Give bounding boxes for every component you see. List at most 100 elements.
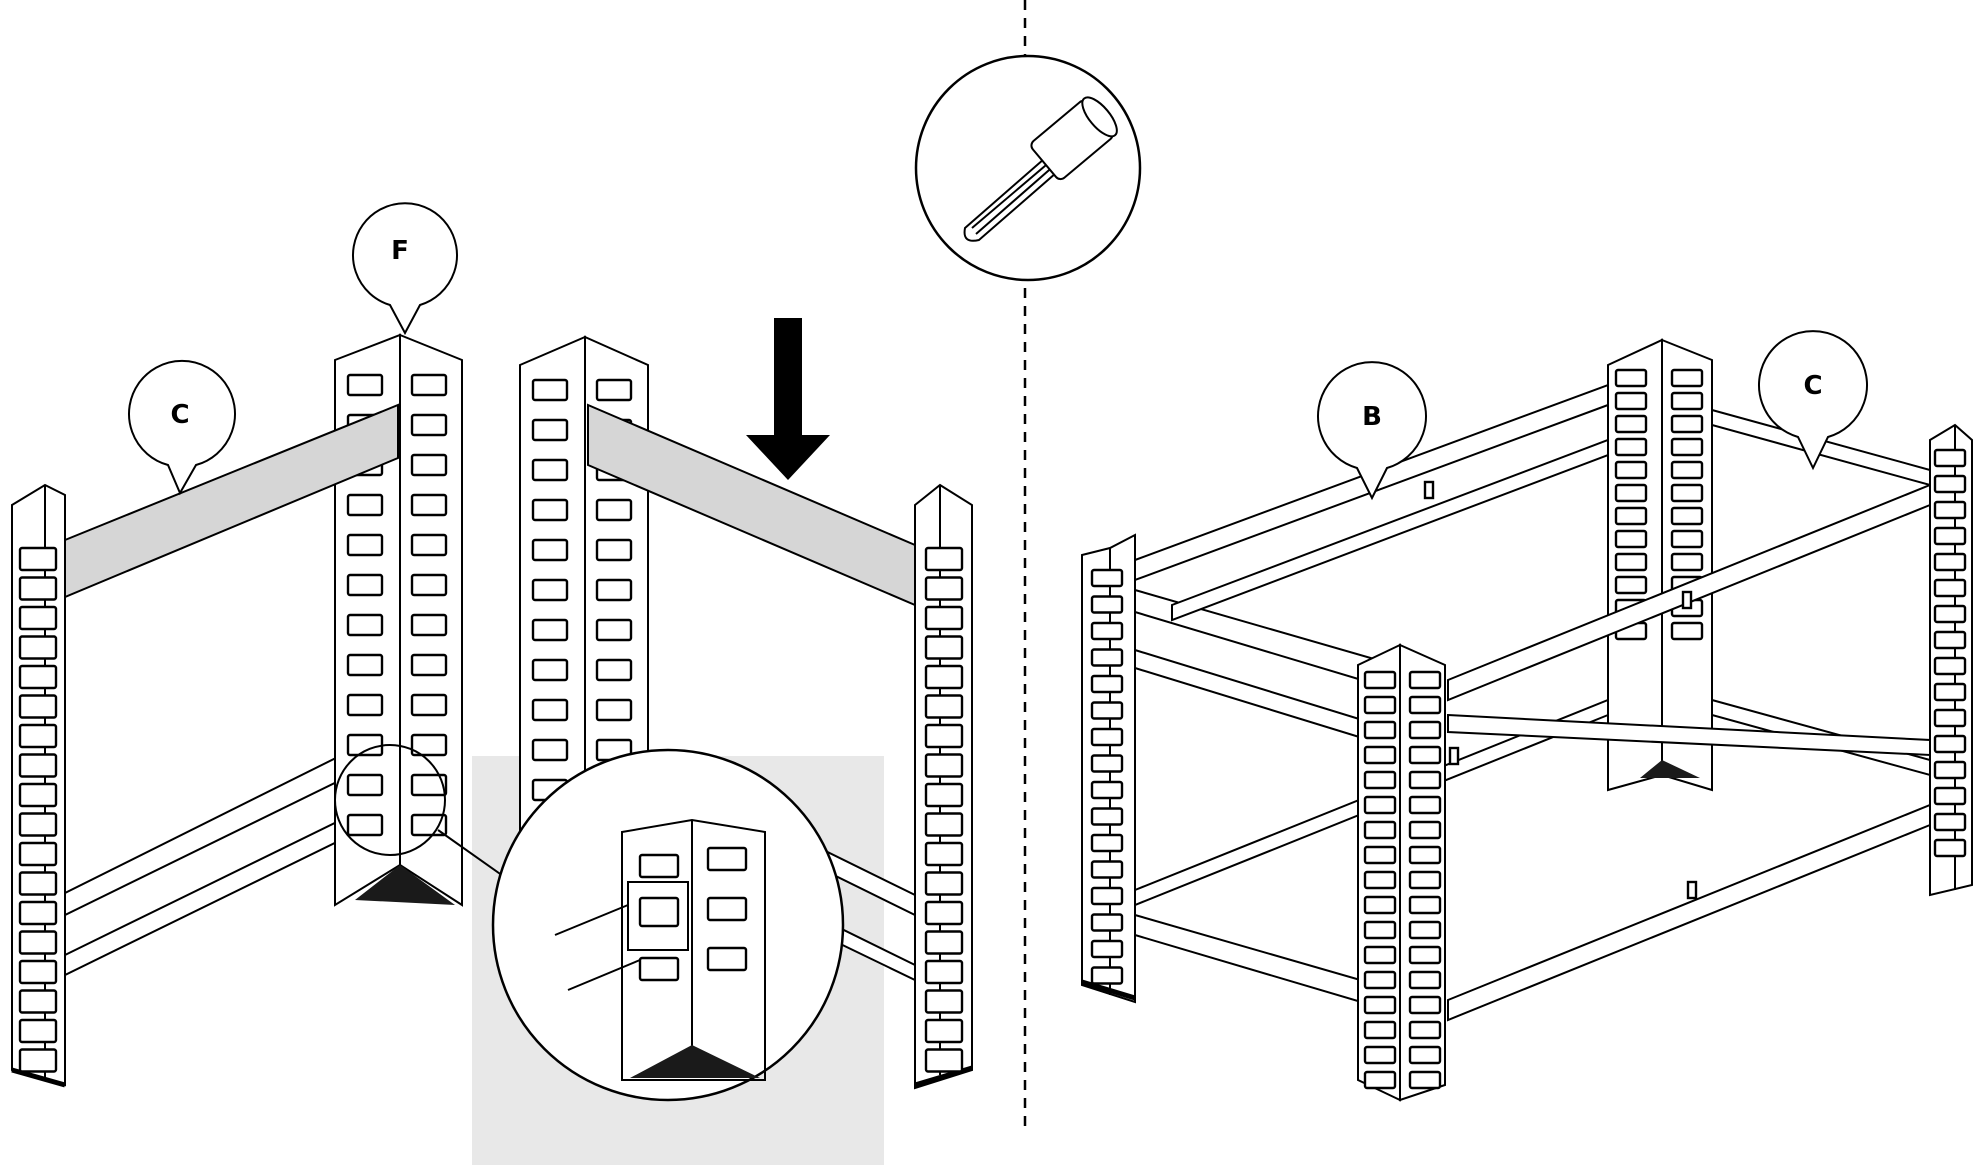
post-slot	[1090, 701, 1124, 720]
callout-b: B	[1317, 361, 1427, 501]
post-slot	[1090, 939, 1124, 959]
post-slot	[924, 900, 964, 926]
post-slot	[1363, 1070, 1397, 1090]
post-slot	[346, 773, 384, 797]
post-slot	[1363, 795, 1397, 815]
post-slot	[346, 613, 384, 637]
post-slot	[1408, 845, 1442, 865]
post-right-of-left-panel	[914, 483, 973, 1090]
post-slot	[1933, 786, 1967, 806]
post-far-left	[11, 483, 66, 1088]
post-slot	[18, 812, 58, 837]
post-slot	[1090, 754, 1124, 773]
post-slot	[1408, 795, 1442, 815]
post-slot	[1933, 552, 1967, 572]
post-slot	[1614, 460, 1648, 480]
post-slot	[1408, 920, 1442, 940]
down-arrow-icon	[746, 318, 830, 480]
callout-c-left: C	[128, 359, 236, 496]
post-slot	[1933, 760, 1967, 780]
post-slot	[924, 576, 964, 601]
post-back-left	[1607, 338, 1713, 792]
post-slot	[18, 959, 58, 985]
post-slot	[1090, 807, 1124, 826]
post-slot	[18, 664, 58, 690]
post-slot	[346, 533, 384, 557]
post-slot	[410, 493, 448, 517]
post-slot	[1614, 368, 1648, 388]
post-slot	[1363, 920, 1397, 940]
post-slot	[595, 618, 633, 642]
post-slot	[1933, 682, 1967, 702]
post-slot	[1090, 568, 1124, 588]
right-panel-assembled-frame: B C	[1081, 330, 1973, 1102]
post-slot	[1670, 529, 1704, 549]
post-slot	[410, 373, 448, 397]
post-slot	[18, 871, 58, 896]
callout-c-left-label: C	[170, 400, 189, 430]
post-slot	[1614, 552, 1648, 572]
post-slot	[531, 618, 569, 642]
post-slot	[1363, 970, 1397, 990]
post-slot	[531, 458, 569, 482]
post-slot	[1933, 448, 1967, 468]
post-slot	[924, 989, 964, 1014]
post-slot	[1933, 812, 1967, 832]
post-slot	[924, 664, 964, 690]
post-slot	[18, 989, 58, 1014]
left-panel-beam-insertion: F C	[11, 202, 973, 1165]
post-slot	[1670, 460, 1704, 480]
post-slot	[1933, 838, 1967, 858]
post-slot	[1090, 621, 1124, 641]
post-slot	[346, 653, 384, 677]
post-slot	[18, 576, 58, 601]
post-slot	[410, 773, 448, 797]
post-slot	[18, 900, 58, 926]
post-slot	[924, 782, 964, 808]
post-slot	[18, 841, 58, 867]
post-front-left	[1081, 533, 1136, 1004]
post-slot	[1614, 575, 1648, 595]
post-slot	[1090, 966, 1124, 985]
post-slot	[1933, 734, 1967, 754]
post-slot	[1614, 529, 1648, 549]
post-slot	[924, 753, 964, 778]
post-slot	[1090, 648, 1124, 667]
post-slot	[924, 546, 964, 572]
post-slot	[595, 658, 633, 682]
post-slot	[410, 573, 448, 597]
post-front-center	[1357, 643, 1446, 1102]
post-slot	[1408, 1020, 1442, 1040]
post-slot	[18, 605, 58, 631]
post-slot	[1363, 995, 1397, 1015]
callout-c-right: C	[1758, 330, 1868, 471]
post-slot	[1933, 578, 1967, 598]
callout-f-label: F	[391, 236, 409, 266]
post-back-right	[1929, 423, 1973, 897]
post-slot	[1090, 780, 1124, 800]
post-slot	[18, 694, 58, 719]
post-slot	[1363, 695, 1397, 715]
post-slot	[1933, 500, 1967, 520]
highlighted-beam-c-left	[64, 403, 399, 599]
post-slot	[1670, 506, 1704, 526]
post-slot	[1408, 745, 1442, 765]
post-slot	[346, 693, 384, 717]
post-slot	[1933, 630, 1967, 650]
post-slot	[18, 782, 58, 808]
post-slot	[410, 533, 448, 557]
post-slot	[924, 1018, 964, 1044]
post-slot	[1408, 970, 1442, 990]
lower-level-beams	[1134, 648, 1931, 1022]
post-slot	[346, 573, 384, 597]
post-slot	[1363, 895, 1397, 915]
post-slot	[18, 753, 58, 778]
callout-c-right-label: C	[1803, 371, 1822, 401]
post-slot	[1670, 414, 1704, 434]
post-slot	[595, 498, 633, 522]
post-slot	[18, 1018, 58, 1044]
post-slot	[1614, 414, 1648, 434]
post-slot	[1408, 870, 1442, 890]
post-slot	[1933, 604, 1967, 624]
post-slot	[1614, 391, 1648, 411]
